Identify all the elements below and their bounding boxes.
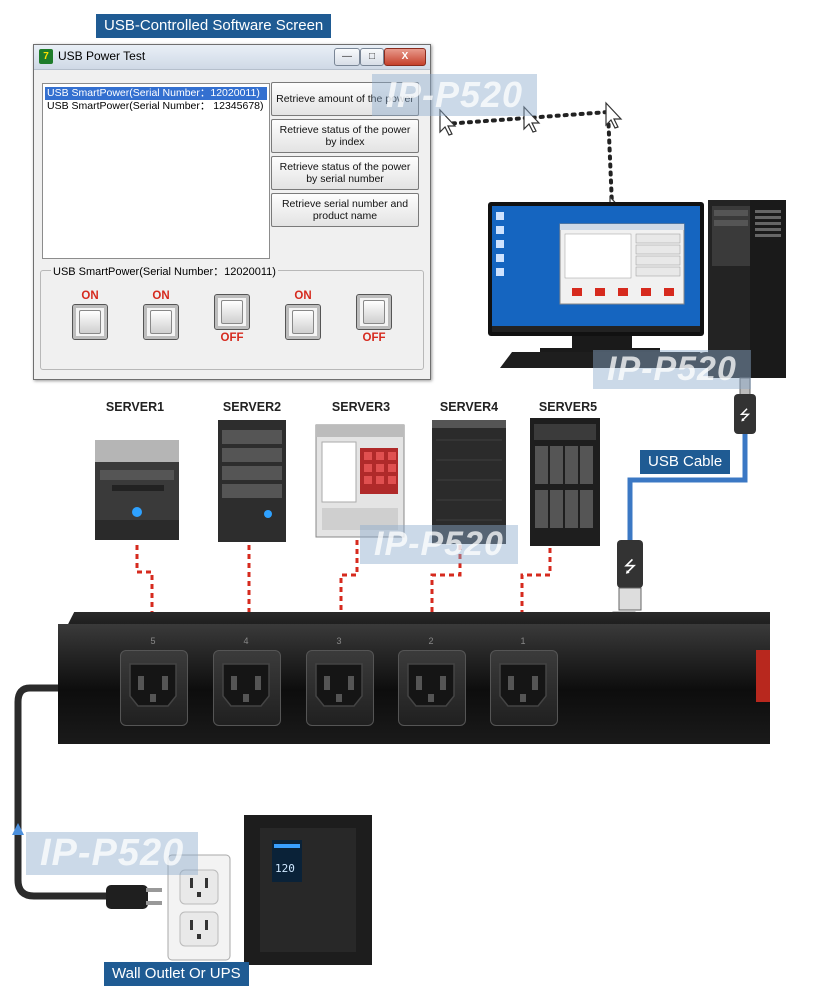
- switch-5-label: OFF: [362, 332, 386, 344]
- server1-icon: [95, 440, 179, 540]
- power-switch-4[interactable]: [285, 304, 321, 340]
- server4-label: SERVER4: [439, 400, 499, 414]
- outlet-socket-5: [120, 650, 188, 726]
- software-screen-caption: USB-Controlled Software Screen: [96, 14, 332, 38]
- socket-number: 3: [336, 636, 342, 646]
- watermark: IP-P520: [26, 832, 199, 875]
- power-group: USB SmartPower(Serial Number：12020011): [40, 263, 424, 370]
- close-button[interactable]: X: [384, 48, 426, 66]
- server3-label: SERVER3: [331, 400, 391, 414]
- power-switch-1[interactable]: [72, 304, 108, 340]
- retrieve-amount-button[interactable]: Retrieve amount of the power: [271, 82, 419, 116]
- group-label: USB SmartPower(Serial Number：12020011): [51, 263, 278, 279]
- watermark: IP-P520: [360, 525, 518, 564]
- ups-icon: [244, 815, 372, 965]
- window-title: USB Power Test: [58, 49, 146, 63]
- watermark: IP-P520: [372, 74, 538, 116]
- power-switch-indicator: [756, 650, 770, 702]
- usb-cable-label: USB Cable: [640, 450, 731, 474]
- minimize-button[interactable]: —: [334, 48, 360, 66]
- switch-3-label: OFF: [220, 332, 244, 344]
- list-item[interactable]: USB SmartPower(Serial Number： 12345678): [47, 100, 264, 112]
- switch-4-label: ON: [294, 290, 312, 302]
- outlet-socket-4: [213, 650, 281, 726]
- switch-1-label: ON: [81, 290, 99, 302]
- socket-number: 2: [428, 636, 434, 646]
- outlet-socket-3: [306, 650, 374, 726]
- power-switch-2[interactable]: [143, 304, 179, 340]
- svg-text:⭍: ⭍: [623, 557, 636, 576]
- outlet-socket-1: [490, 650, 558, 726]
- watermark: IP-P520: [593, 350, 751, 389]
- maximize-button[interactable]: □: [360, 48, 384, 66]
- server2-label: SERVER2: [222, 400, 282, 414]
- svg-text:⭍: ⭍: [739, 408, 751, 424]
- socket-number: 4: [243, 636, 249, 646]
- ups-display: 120: [275, 862, 295, 875]
- socket-number: 5: [150, 636, 156, 646]
- power-switch-3[interactable]: [214, 294, 250, 330]
- socket-number: 1: [520, 636, 526, 646]
- switch-2-label: ON: [152, 290, 170, 302]
- list-item[interactable]: USB SmartPower(Serial Number：12020011): [45, 87, 267, 100]
- server5-icon: [530, 418, 600, 546]
- server2-icon: [218, 420, 286, 542]
- retrieve-status-by-serial-button[interactable]: Retrieve status of the power by serial n…: [271, 156, 419, 190]
- server1-label: SERVER1: [105, 400, 165, 414]
- title-bar[interactable]: 7 USB Power Test — □ X: [34, 45, 430, 70]
- outlet-socket-2: [398, 650, 466, 726]
- server4-icon: [432, 420, 506, 544]
- server3-icon: [315, 424, 405, 538]
- power-switch-5[interactable]: [356, 294, 392, 330]
- device-listbox[interactable]: USB SmartPower(Serial Number：12020011) U…: [42, 83, 270, 259]
- usb-power-test-window: 7 USB Power Test — □ X USB SmartPower(Se…: [33, 44, 431, 380]
- retrieve-serial-product-button[interactable]: Retrieve serial number and product name: [271, 193, 419, 227]
- server5-label: SERVER5: [538, 400, 598, 414]
- app-icon: 7: [39, 49, 53, 64]
- retrieve-status-by-index-button[interactable]: Retrieve status of the power by index: [271, 119, 419, 153]
- wall-outlet-ups-label: Wall Outlet Or UPS: [104, 962, 249, 986]
